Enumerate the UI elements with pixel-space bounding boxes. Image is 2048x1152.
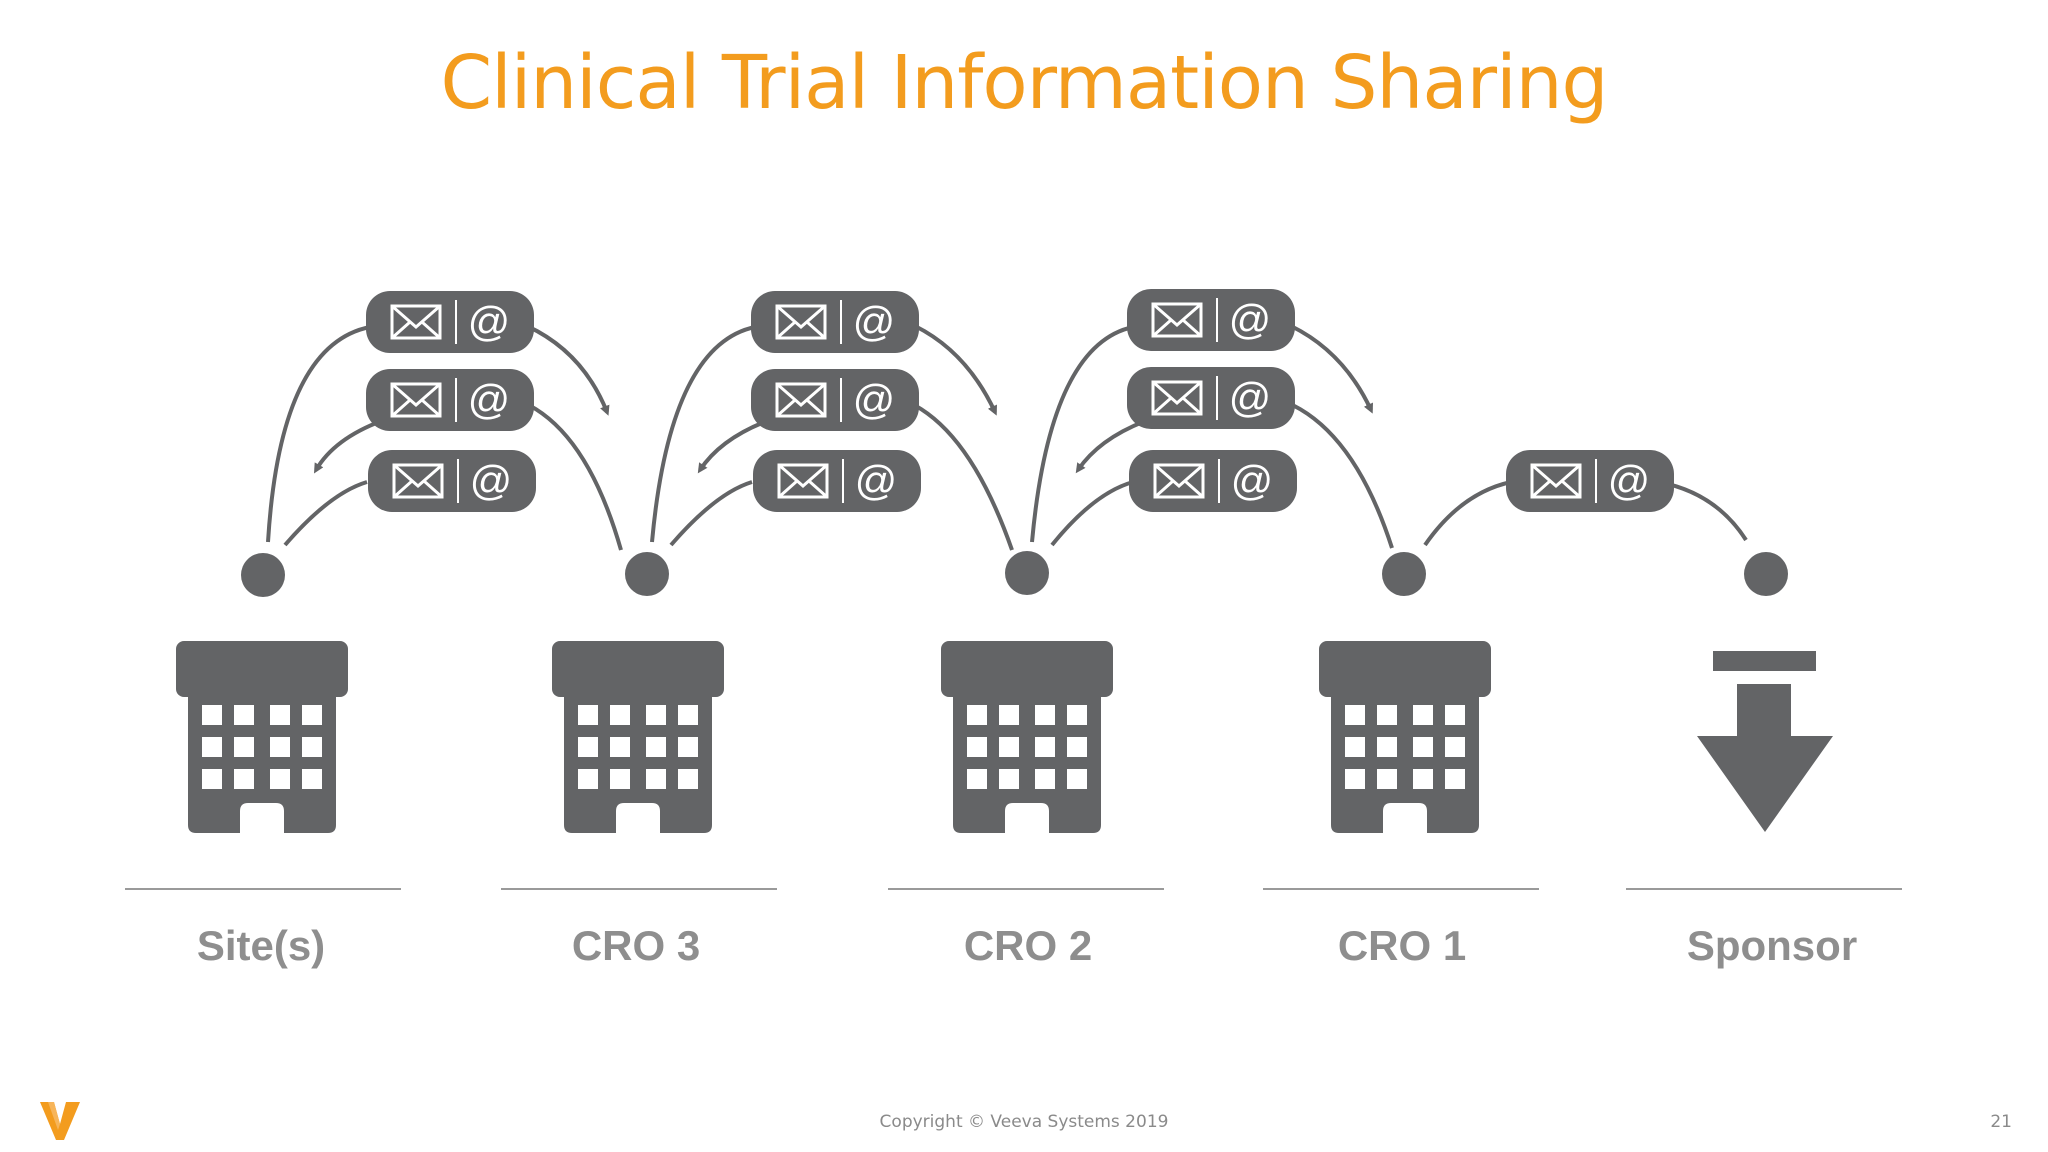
node-underline-sponsor bbox=[1626, 888, 1902, 890]
message-badge-4: @ bbox=[749, 289, 921, 355]
flow-arc-14 bbox=[1277, 397, 1394, 549]
message-badge-2: @ bbox=[364, 367, 536, 433]
flow-arc-13 bbox=[1290, 324, 1373, 414]
node-dot-cro-1 bbox=[1382, 552, 1426, 596]
node-label-cro3: CRO 3 bbox=[571, 922, 701, 969]
message-badge-9: @ bbox=[1127, 448, 1299, 514]
message-badge-7: @ bbox=[1125, 287, 1297, 353]
flow-arc-12 bbox=[1050, 480, 1134, 547]
node-dot-cro-2 bbox=[1005, 551, 1049, 595]
at-symbol-icon: @ bbox=[470, 457, 513, 504]
node-underline-cro2 bbox=[888, 888, 1164, 890]
download-arrow-icon bbox=[1697, 651, 1833, 832]
footer-copyright: Copyright © Veeva Systems 2019 bbox=[879, 1112, 1169, 1132]
at-symbol-icon: @ bbox=[468, 298, 511, 345]
at-symbol-icon: @ bbox=[853, 376, 896, 423]
node-dot-cro-3 bbox=[625, 552, 669, 596]
node-dot-site-s bbox=[241, 553, 285, 597]
building-icon-cro-1 bbox=[1319, 641, 1491, 833]
message-badge-6: @ bbox=[751, 448, 923, 514]
node-underline-site bbox=[125, 888, 401, 890]
node-label-cro2: CRO 2 bbox=[963, 922, 1093, 969]
node-label-site: Site(s) bbox=[196, 922, 326, 969]
node-label-sponsor: Sponsor bbox=[1686, 922, 1858, 969]
flow-arc-3 bbox=[526, 324, 610, 416]
flow-arc-2 bbox=[283, 480, 368, 547]
message-badge-1: @ bbox=[364, 289, 536, 355]
building-icon-cro-2 bbox=[941, 641, 1113, 833]
at-symbol-icon: @ bbox=[855, 457, 898, 504]
node-underline-cro1 bbox=[1263, 888, 1539, 890]
at-symbol-icon: @ bbox=[1608, 457, 1651, 504]
node-dot-sponsor bbox=[1744, 552, 1788, 596]
page-number: 21 bbox=[1990, 1112, 2012, 1132]
flow-arc-11 bbox=[1030, 325, 1134, 543]
node-underline-cro3 bbox=[501, 888, 777, 890]
building-icon-cro-3 bbox=[552, 641, 724, 833]
veeva-v-logo-icon bbox=[40, 1102, 80, 1140]
at-symbol-icon: @ bbox=[1231, 457, 1274, 504]
slide-title: Clinical Trial Information Sharing bbox=[440, 40, 1608, 126]
at-symbol-icon: @ bbox=[468, 376, 511, 423]
flow-arc-6 bbox=[650, 325, 756, 543]
message-badge-3: @ bbox=[366, 448, 538, 514]
at-symbol-icon: @ bbox=[853, 298, 896, 345]
node-label-cro1: CRO 1 bbox=[1337, 922, 1467, 969]
at-symbol-icon: @ bbox=[1229, 296, 1272, 343]
building-icon-site-s bbox=[176, 641, 348, 833]
message-badge-8: @ bbox=[1125, 365, 1297, 431]
flow-arc-16 bbox=[1423, 480, 1512, 547]
flow-arc-8 bbox=[914, 324, 997, 416]
flow-arc-1 bbox=[266, 325, 371, 543]
message-badge-10: @ bbox=[1504, 448, 1676, 514]
message-badge-5: @ bbox=[749, 367, 921, 433]
at-symbol-icon: @ bbox=[1229, 374, 1272, 421]
flow-arc-7 bbox=[669, 480, 753, 547]
